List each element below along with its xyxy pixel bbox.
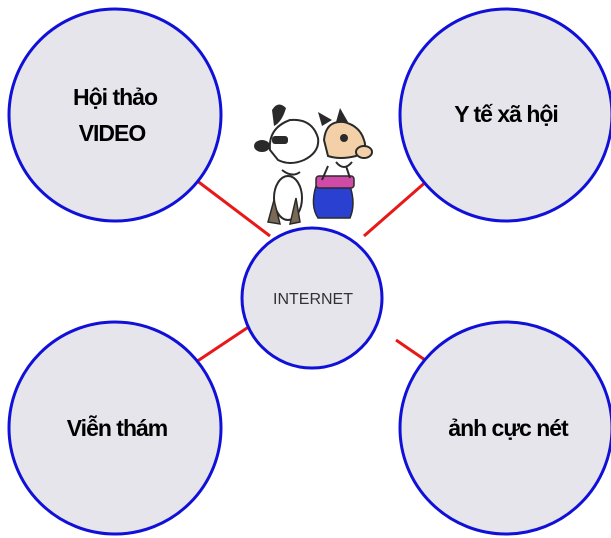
center-circle: [240, 226, 384, 370]
connectors: [195, 178, 429, 364]
node-label-line2: VIDEO: [79, 120, 146, 146]
node-label-line1: Hội thảo: [73, 84, 158, 110]
node-circle: [7, 7, 223, 223]
center-label: INTERNET: [273, 291, 353, 308]
connector-top-right: [363, 178, 429, 238]
node-bottom-left: Viễn thám: [7, 320, 223, 536]
connector-top-left: [195, 178, 271, 238]
node-circle: [398, 7, 611, 223]
node-label: Viễn thám: [67, 414, 168, 441]
node-top-right: Y tế xã hội: [398, 7, 611, 223]
node-circle: [398, 320, 611, 536]
connector-bottom-left: [195, 324, 251, 364]
cartoon-dogs-illustration: [254, 104, 373, 225]
node-top-left: Hội thảo VIDEO: [7, 7, 223, 223]
node-circle: [7, 320, 223, 536]
node-label: Y tế xã hội: [454, 101, 558, 127]
dog-right: [312, 108, 373, 219]
connector-bottom-right: [395, 338, 429, 364]
center-node: INTERNET: [240, 226, 384, 370]
node-bottom-right: ảnh cực nét: [398, 320, 611, 536]
dog-left: [254, 104, 320, 225]
node-label: ảnh cực nét: [448, 415, 569, 441]
